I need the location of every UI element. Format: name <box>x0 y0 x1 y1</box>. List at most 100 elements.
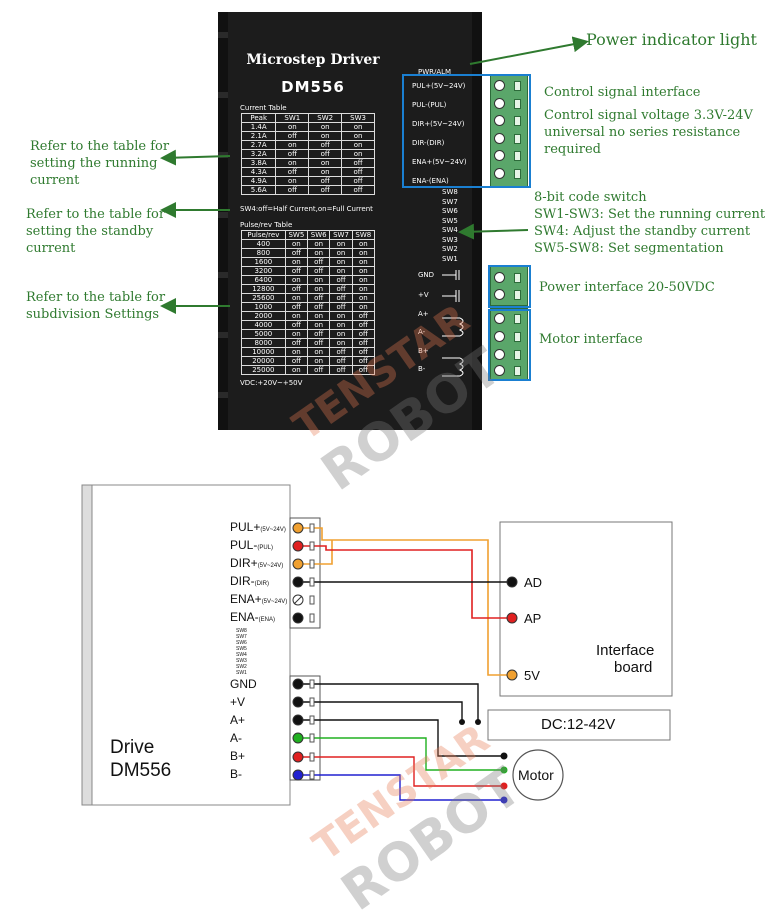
wiring-signal-label: PUL+(5V~24V) <box>230 520 286 534</box>
heat-fin <box>218 152 228 158</box>
pin-sub: (DIR) <box>254 581 270 587</box>
wiring-switch-label: SW7 <box>236 634 247 640</box>
terminal-slot <box>514 273 521 283</box>
driver-title: Microstep Driver <box>246 52 380 68</box>
drive-side <box>81 484 93 806</box>
power-light-arrow <box>469 36 589 65</box>
power-motor-pin-label: +V <box>418 291 429 299</box>
terminal-screw <box>494 272 505 283</box>
signal-pin-label: PUL-(PUL) <box>412 101 447 109</box>
pin-main: ENA+ <box>230 592 262 606</box>
sw4-note: SW4:off=Half Current,on=Full Current <box>240 205 373 213</box>
running-current-annotation: Refer to the table for setting the runni… <box>30 139 170 188</box>
board-ap-dot <box>506 612 518 624</box>
switch-label: SW1 <box>442 254 458 263</box>
power-motor-pin-label: A+ <box>418 310 429 318</box>
terminal-screw <box>494 150 505 161</box>
interface-board <box>499 521 673 697</box>
supply-dot <box>475 719 481 725</box>
signal-pin-label: DIR-(DIR) <box>412 139 445 147</box>
standby-current-annotation: Refer to the table for setting the stand… <box>26 207 166 256</box>
wiring-power-motor-label: B+ <box>230 749 246 763</box>
terminal-slot <box>514 116 521 126</box>
terminal-screw <box>494 313 505 324</box>
wiring-signal-label: DIR+(5V~24V) <box>230 556 283 570</box>
switch-label: SW4 <box>442 226 458 234</box>
wire-pul-plus <box>298 527 512 676</box>
heat-fin <box>218 92 228 98</box>
terminal-screw <box>494 289 505 300</box>
pin-sub: (PUL) <box>257 545 274 551</box>
terminal-slot <box>514 290 521 300</box>
annotation-arrows <box>160 36 589 314</box>
power-motor-pin-label: B+ <box>418 347 429 355</box>
pin-sub: (ENA) <box>258 617 276 623</box>
heat-fin <box>218 332 228 338</box>
terminal-screw <box>494 331 505 342</box>
wiring-switch-label: SW1 <box>236 670 247 676</box>
switch-label: SW6 <box>442 207 458 215</box>
terminal-slot <box>514 366 521 376</box>
power-light-annotation: Power indicator light <box>586 30 757 49</box>
pin-main: PUL+ <box>230 520 261 534</box>
wiring-signal-label: PUL-(PUL) <box>230 538 273 552</box>
wiring-switch-label: SW3 <box>236 658 247 664</box>
motor-dot <box>500 752 508 760</box>
dc-supply-box <box>487 709 671 741</box>
pin-sub: (5V~24V) <box>257 563 284 569</box>
drive-label: Drive <box>110 737 155 758</box>
signal-terminal-outline <box>289 517 321 629</box>
switch-label: SW3 <box>442 235 458 244</box>
power-interface-highlight <box>488 265 531 308</box>
switch-label: SW2 <box>442 245 458 253</box>
heat-fin <box>218 212 228 218</box>
power-motor-pin-label: A- <box>418 328 426 336</box>
pin-sub: (5V~24V) <box>260 527 286 533</box>
heat-fin <box>218 392 228 398</box>
wire-vplus <box>298 701 463 722</box>
terminal-screw <box>494 80 505 91</box>
switch-arrow <box>458 223 529 240</box>
signal-pin-label: ENA+(5V~24V) <box>412 158 467 166</box>
board-ad-dot <box>506 576 518 588</box>
motor-circle <box>512 749 564 801</box>
pin-main: ENA- <box>230 610 259 624</box>
pin-main: PUL- <box>230 538 258 552</box>
heat-fin <box>218 32 228 38</box>
drive-model-label: DM556 <box>110 760 172 781</box>
switch-label: SW7 <box>442 197 458 206</box>
drive-outline <box>81 484 291 806</box>
table-cell: 5.6A <box>240 185 277 195</box>
wiring-power-motor-label: B- <box>230 767 242 781</box>
switch-label: SW5 <box>442 216 458 225</box>
terminal-slot <box>514 350 521 360</box>
wiring-power-motor-label: +V <box>230 695 246 709</box>
terminal-screw <box>494 97 505 109</box>
wiring-signal-label: DIR-(DIR) <box>230 574 269 588</box>
signal-pin-label: DIR+(5V~24V) <box>412 120 465 128</box>
wire-dir-plus <box>298 540 333 565</box>
board-5v-label: 5V <box>524 668 540 683</box>
terminal-screw <box>494 167 505 179</box>
wiring-signal-label: ENA-(ENA) <box>230 610 275 624</box>
wiring-power-motor-label: A+ <box>230 713 246 727</box>
supply-dot <box>459 719 465 725</box>
dc-label: DC:12-42V <box>541 716 616 733</box>
driver-body: Microstep Driver DM556 Current Table Pea… <box>218 12 482 430</box>
power-motor-terminal-outline <box>289 675 321 781</box>
switch-label: SW8 <box>442 188 458 196</box>
motor-dot <box>500 766 508 774</box>
board-ap-label: AP <box>524 611 542 626</box>
pin-main: DIR- <box>230 574 255 588</box>
wiring-switch-label: SW2 <box>236 664 247 670</box>
code-switch-annotation: 8-bit code switch SW1-SW3: Set the runni… <box>534 190 766 256</box>
wiring-signal-label: ENA+(5V~24V) <box>230 592 287 606</box>
motor-interface-highlight <box>488 309 531 381</box>
control-interface-annotation: Control signal interface <box>544 85 701 100</box>
power-motor-pin-dots <box>292 678 304 781</box>
